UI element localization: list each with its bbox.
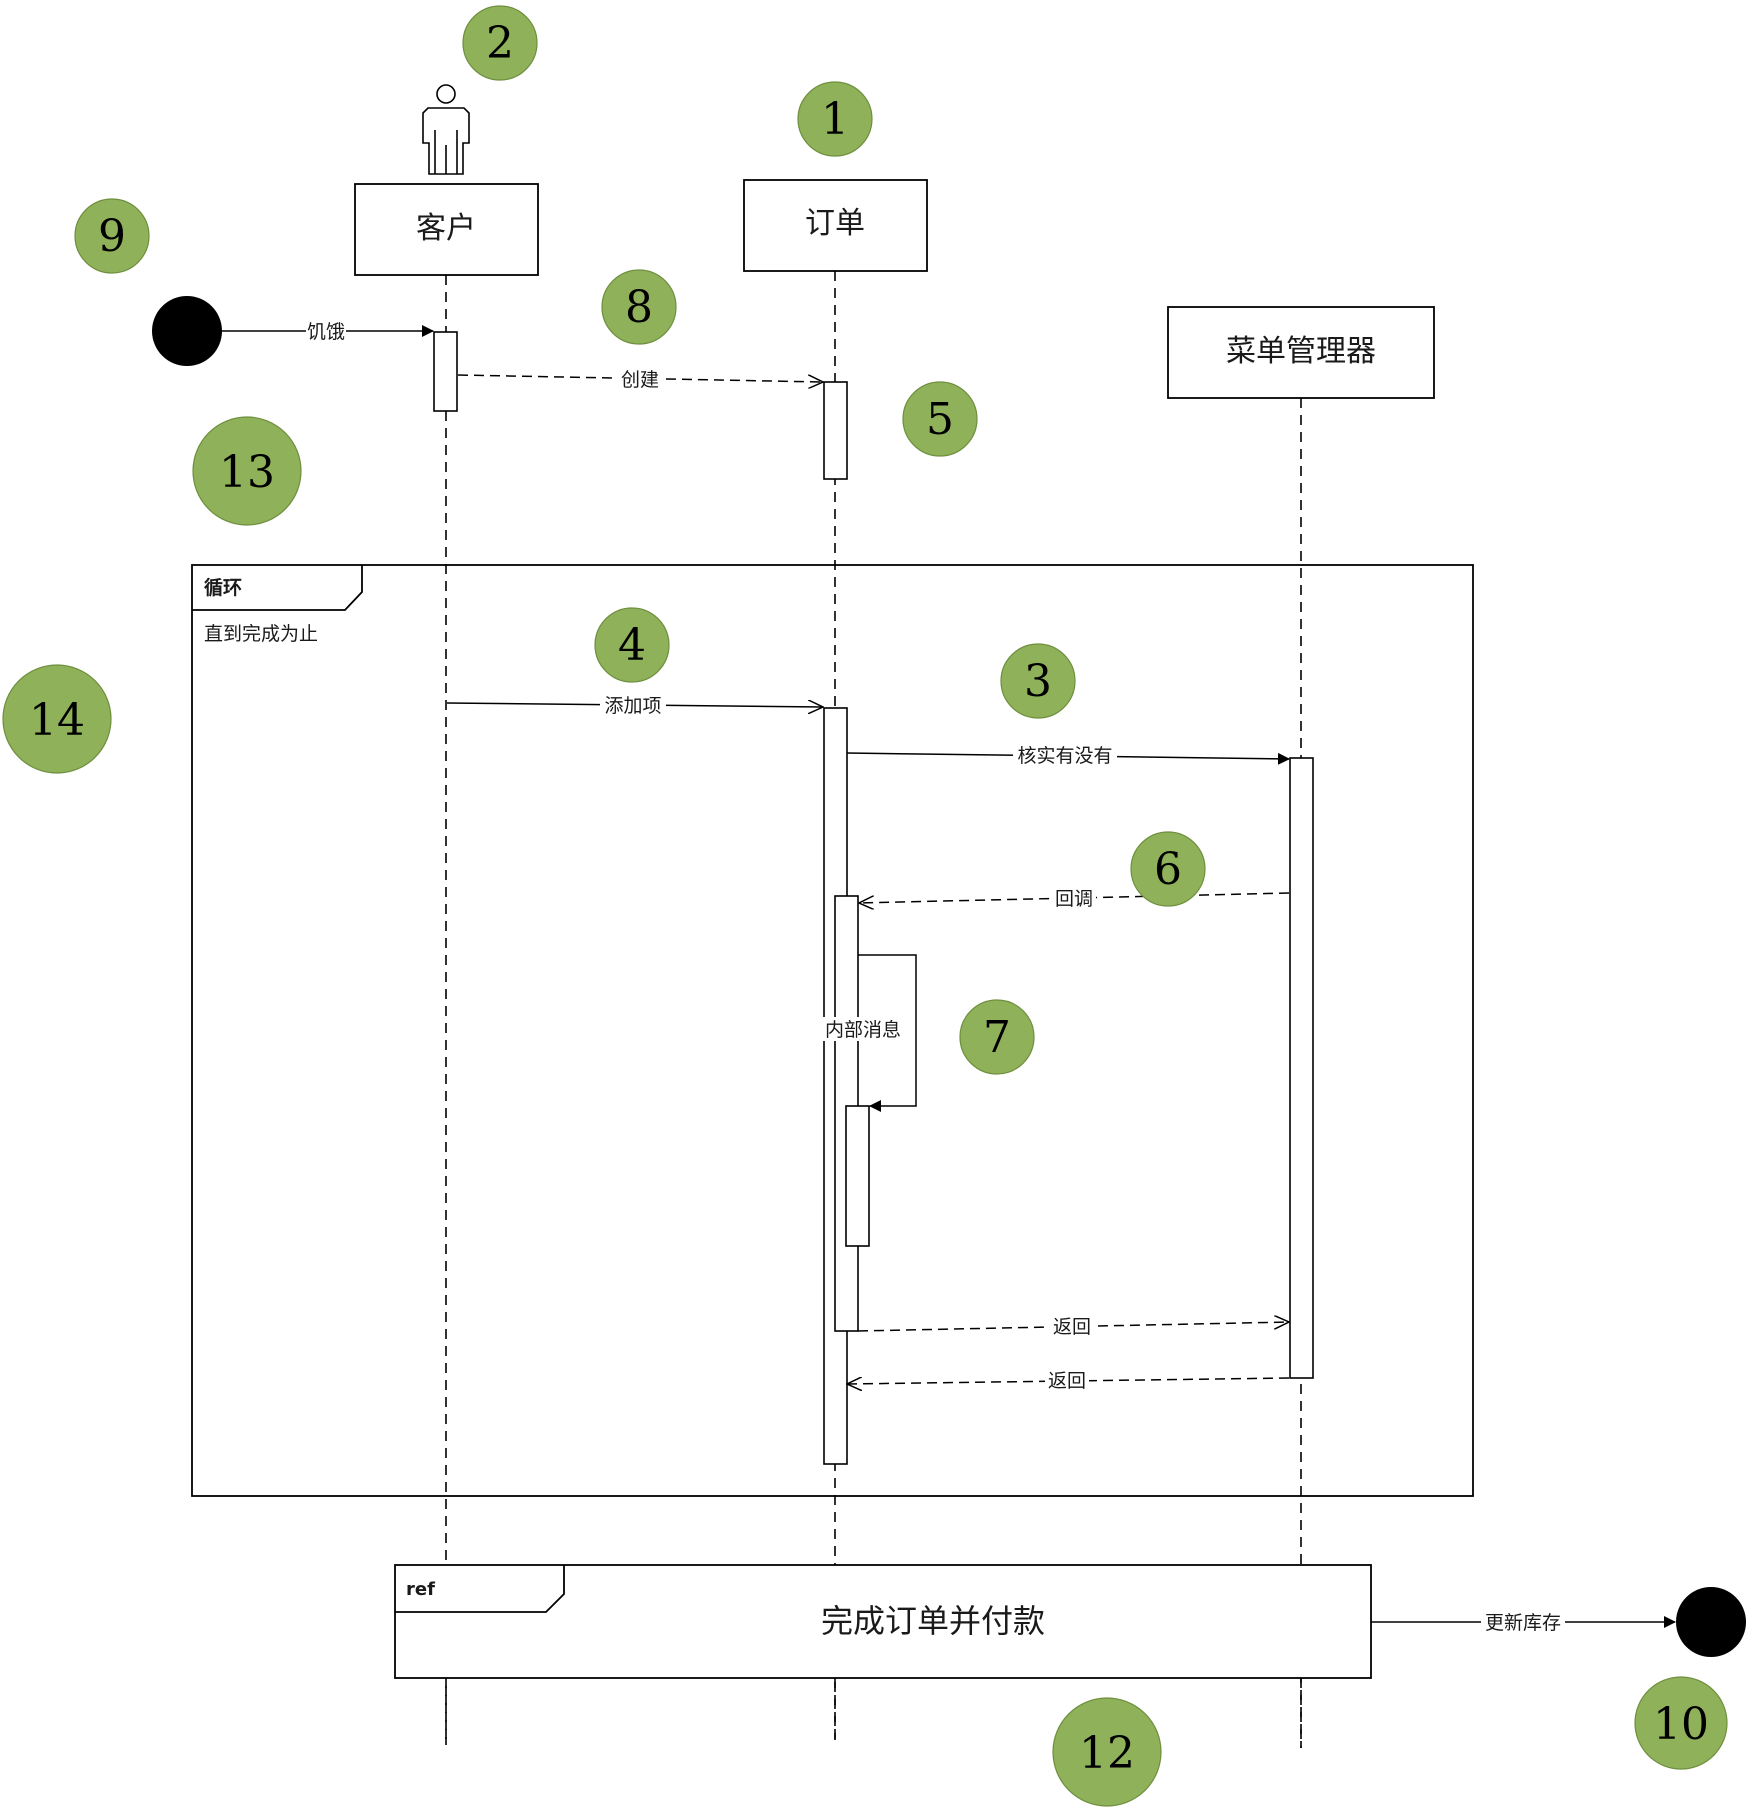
loop-frame: 循环 直到完成为止	[191, 564, 1474, 1497]
participant-customer-label: 客户	[416, 211, 476, 246]
badge-12: 12	[1052, 1697, 1162, 1807]
activation-menu-manager	[1289, 757, 1314, 1379]
participant-order[interactable]: 订单	[743, 179, 928, 272]
badge-3: 3	[1000, 643, 1076, 719]
svg-text:1: 1	[821, 94, 849, 145]
badge-13: 13	[192, 416, 302, 526]
svg-text:6: 6	[1154, 844, 1182, 895]
participant-customer[interactable]: 客户	[354, 183, 539, 276]
ref-frame[interactable]: ref 完成订单并付款	[394, 1564, 1372, 1679]
badge-8: 8	[601, 269, 677, 345]
badge-1: 1	[797, 81, 873, 157]
message-return-1: 返回	[857, 1314, 1289, 1338]
svg-text:2: 2	[486, 18, 514, 69]
message-internal-label: 内部消息	[825, 1019, 901, 1041]
message-return-2-label: 返回	[1048, 1370, 1086, 1392]
participant-order-label: 订单	[805, 206, 865, 241]
message-check-label: 核实有没有	[1017, 745, 1112, 767]
loop-keyword: 循环	[204, 576, 242, 599]
message-create-label: 创建	[621, 369, 659, 391]
participant-menu-manager-label: 菜单管理器	[1226, 334, 1376, 369]
svg-text:13: 13	[219, 447, 275, 498]
svg-text:4: 4	[618, 620, 646, 671]
activation-order-create	[823, 381, 848, 480]
badge-4: 4	[594, 607, 670, 683]
loop-guard: 直到完成为止	[204, 623, 318, 645]
badge-6: 6	[1130, 831, 1206, 907]
actor-icon	[422, 84, 470, 175]
message-hungry: 饥饿	[222, 317, 434, 343]
svg-text:5: 5	[926, 394, 954, 445]
message-add-item-label: 添加项	[604, 695, 661, 717]
badge-7: 7	[959, 999, 1035, 1075]
badge-2: 2	[462, 5, 538, 81]
start-node	[152, 296, 222, 366]
svg-text:12: 12	[1079, 1728, 1135, 1779]
svg-text:9: 9	[98, 211, 126, 262]
message-callback: 回调	[859, 886, 1290, 910]
end-node	[1676, 1587, 1746, 1657]
svg-text:3: 3	[1024, 656, 1052, 707]
badge-10: 10	[1634, 1676, 1728, 1770]
message-create: 创建	[457, 366, 823, 391]
ref-keyword: ref	[406, 1579, 435, 1600]
message-update-stock: 更新库存	[1371, 1610, 1676, 1634]
badge-14: 14	[2, 664, 112, 774]
message-return-2: 返回	[847, 1368, 1290, 1392]
message-add-item: 添加项	[446, 692, 823, 717]
message-return-1-label: 返回	[1053, 1316, 1091, 1338]
message-callback-label: 回调	[1055, 888, 1093, 910]
badge-9: 9	[74, 198, 150, 274]
badge-5: 5	[902, 381, 978, 457]
activation-customer	[433, 331, 458, 412]
ref-text: 完成订单并付款	[821, 1602, 1045, 1640]
activation-order-internal	[845, 1105, 870, 1247]
svg-text:14: 14	[29, 695, 85, 746]
message-update-stock-label: 更新库存	[1485, 1612, 1561, 1634]
svg-text:8: 8	[625, 282, 653, 333]
participant-menu-manager[interactable]: 菜单管理器	[1167, 306, 1435, 399]
message-hungry-label: 饥饿	[307, 321, 345, 343]
message-check: 核实有没有	[846, 743, 1290, 767]
svg-text:10: 10	[1653, 1699, 1709, 1750]
message-internal: 内部消息	[821, 954, 917, 1112]
svg-text:7: 7	[983, 1012, 1011, 1063]
